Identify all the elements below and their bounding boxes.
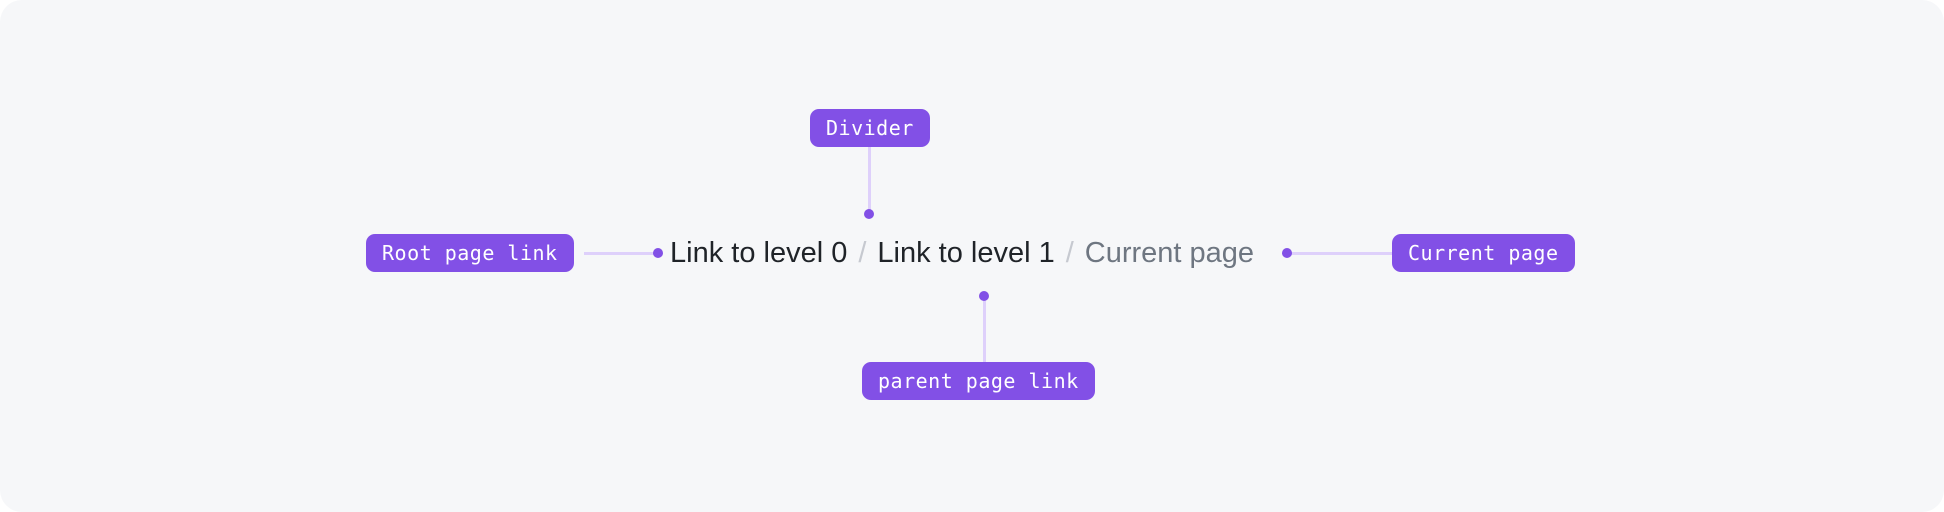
breadcrumb-item-current-page: Current page bbox=[1084, 237, 1255, 269]
connector-line-divider bbox=[868, 147, 871, 215]
connector-line-current-page bbox=[1290, 252, 1396, 255]
connector-dot-divider bbox=[864, 209, 874, 219]
breadcrumb-item-level-1[interactable]: Link to level 1 bbox=[877, 237, 1055, 269]
annotation-pill-root-page-link: Root page link bbox=[366, 234, 574, 272]
breadcrumb-separator-icon: / bbox=[858, 237, 867, 269]
breadcrumb-item-level-0[interactable]: Link to level 0 bbox=[670, 237, 848, 269]
connector-line-root-page-link bbox=[584, 252, 660, 255]
connector-dot-parent-page-link bbox=[979, 291, 989, 301]
connector-line-parent-page-link bbox=[983, 298, 986, 364]
annotation-pill-parent-page-link: parent page link bbox=[862, 362, 1095, 400]
breadcrumb: Link to level 0 / Link to level 1 / Curr… bbox=[670, 232, 1254, 274]
annotation-pill-current-page: Current page bbox=[1392, 234, 1575, 272]
connector-dot-current-page bbox=[1282, 248, 1292, 258]
connector-dot-root-page-link bbox=[653, 248, 663, 258]
breadcrumb-separator-icon: / bbox=[1065, 237, 1074, 269]
annotation-pill-divider: Divider bbox=[810, 109, 930, 147]
